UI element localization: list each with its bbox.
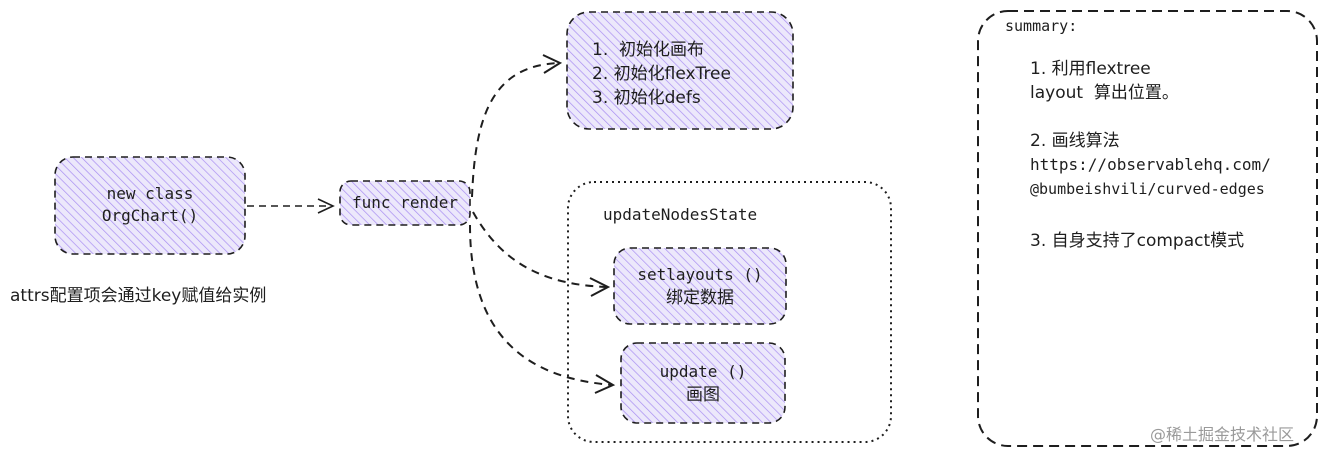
init-step-2: 2. 初始化flexTree (592, 64, 731, 84)
update-line2: 画图 (686, 385, 720, 405)
setlayouts-box[interactable] (613, 247, 787, 325)
summary-item2-line2[interactable]: https://observablehq.com/ (1030, 155, 1271, 174)
summary-item3: 3. 自身支持了compact模式 (1030, 231, 1245, 251)
update-box[interactable] (620, 342, 786, 424)
new-class-line2: OrgChart() (101, 206, 199, 225)
summary-container (977, 10, 1318, 447)
attrs-note: attrs配置项会通过key赋值给实例 (10, 286, 267, 306)
summary-item1-line1: 1. 利用flextree (1030, 59, 1151, 79)
setlayouts-line2: 绑定数据 (666, 288, 734, 308)
init-step-1: 1. 初始化画布 (592, 40, 705, 60)
watermark: @稀土掘金技术社区 (1150, 425, 1295, 444)
new-class-box[interactable] (54, 156, 246, 255)
update-nodes-state-container (567, 181, 892, 443)
new-class-line1: new class (106, 184, 194, 203)
summary-title: summary: (1005, 17, 1078, 35)
setlayouts-line1: setlayouts () (637, 265, 763, 284)
init-step-3: 3. 初始化defs (592, 88, 701, 108)
arrow-right-icon (247, 198, 335, 214)
update-nodes-state-title: updateNodesState (603, 205, 758, 224)
summary-item2-line1: 2. 画线算法 (1030, 131, 1120, 151)
init-box[interactable] (566, 11, 794, 130)
curved-arrow-icon (469, 224, 616, 394)
summary-item2-line3[interactable]: @bumbeishvili/curved-edges (1030, 180, 1265, 198)
func-render-label: func render (352, 193, 458, 212)
summary-item1-line2: layout 算出位置。 (1030, 83, 1179, 103)
update-line1: update () (659, 362, 747, 381)
func-render-box[interactable] (339, 180, 471, 226)
curved-arrow-icon (471, 54, 563, 198)
curved-arrow-icon (472, 211, 611, 297)
